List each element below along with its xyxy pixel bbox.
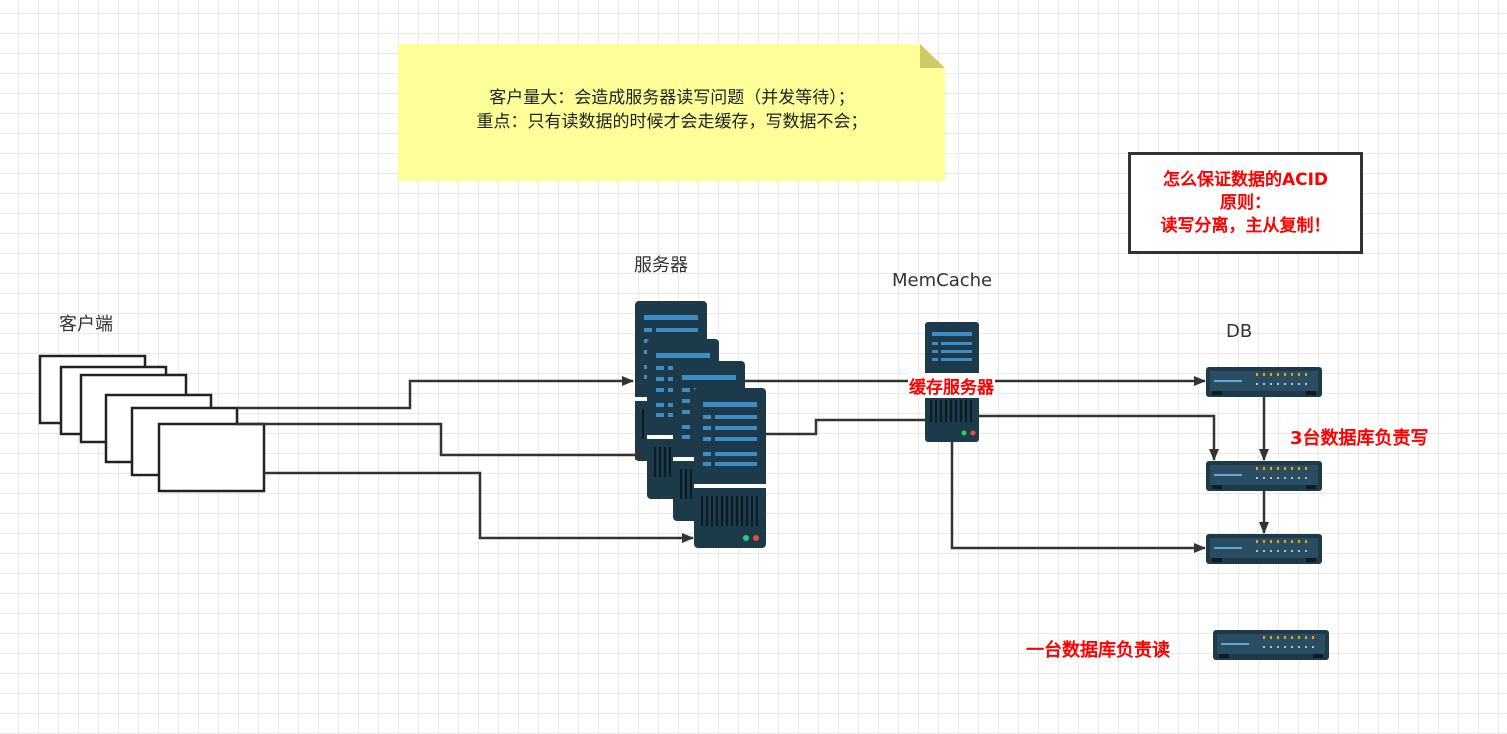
connector-group [237, 376, 1269, 553]
database-icon [1206, 534, 1322, 564]
cache-server-label: 缓存服务器 [908, 373, 995, 398]
principle-line-1: 怎么保证数据的ACID [1162, 169, 1329, 190]
note-line-1: 客户量大：会造成服务器读写问题（并发等待）； [489, 88, 855, 108]
sticky-note-text: 客户量大：会造成服务器读写问题（并发等待）； 重点：只有读数据的时候才会走缓存，… [398, 86, 946, 134]
arrow-cache-to-db [950, 442, 1206, 553]
arrow-client-to-server [237, 422, 647, 460]
arrow-client-to-server [237, 376, 634, 410]
server-rack-group [635, 301, 766, 548]
arrow-cache-to-db [979, 414, 1219, 461]
memcache-label: MemCache [892, 270, 993, 291]
sticky-note [398, 44, 945, 181]
db-label: DB [1226, 321, 1253, 342]
read-db-label: 一台数据库负责读 [1026, 640, 1170, 661]
arrow-client-to-server [264, 471, 694, 543]
client-label: 客户端 [59, 314, 113, 335]
server-label: 服务器 [634, 255, 688, 276]
write-dbs-label: 3台数据库负责写 [1290, 428, 1429, 449]
acid-principle-box: 怎么保证数据的ACID 原则： 读写分离，主从复制！ [1128, 152, 1363, 254]
client-box [157, 422, 266, 493]
line-server-to-cache [766, 418, 925, 436]
client-stack [38, 354, 266, 493]
database-icon [1206, 367, 1322, 397]
database-icon [1213, 630, 1329, 660]
principle-line-3: 读写分离，主从复制！ [1160, 215, 1331, 236]
principle-line-2: 原则： [1220, 192, 1271, 213]
server-rack-icon [694, 388, 766, 548]
database-icon [1206, 461, 1322, 491]
note-line-2: 重点：只有读数据的时候才会走缓存，写数据不会； [476, 112, 868, 132]
